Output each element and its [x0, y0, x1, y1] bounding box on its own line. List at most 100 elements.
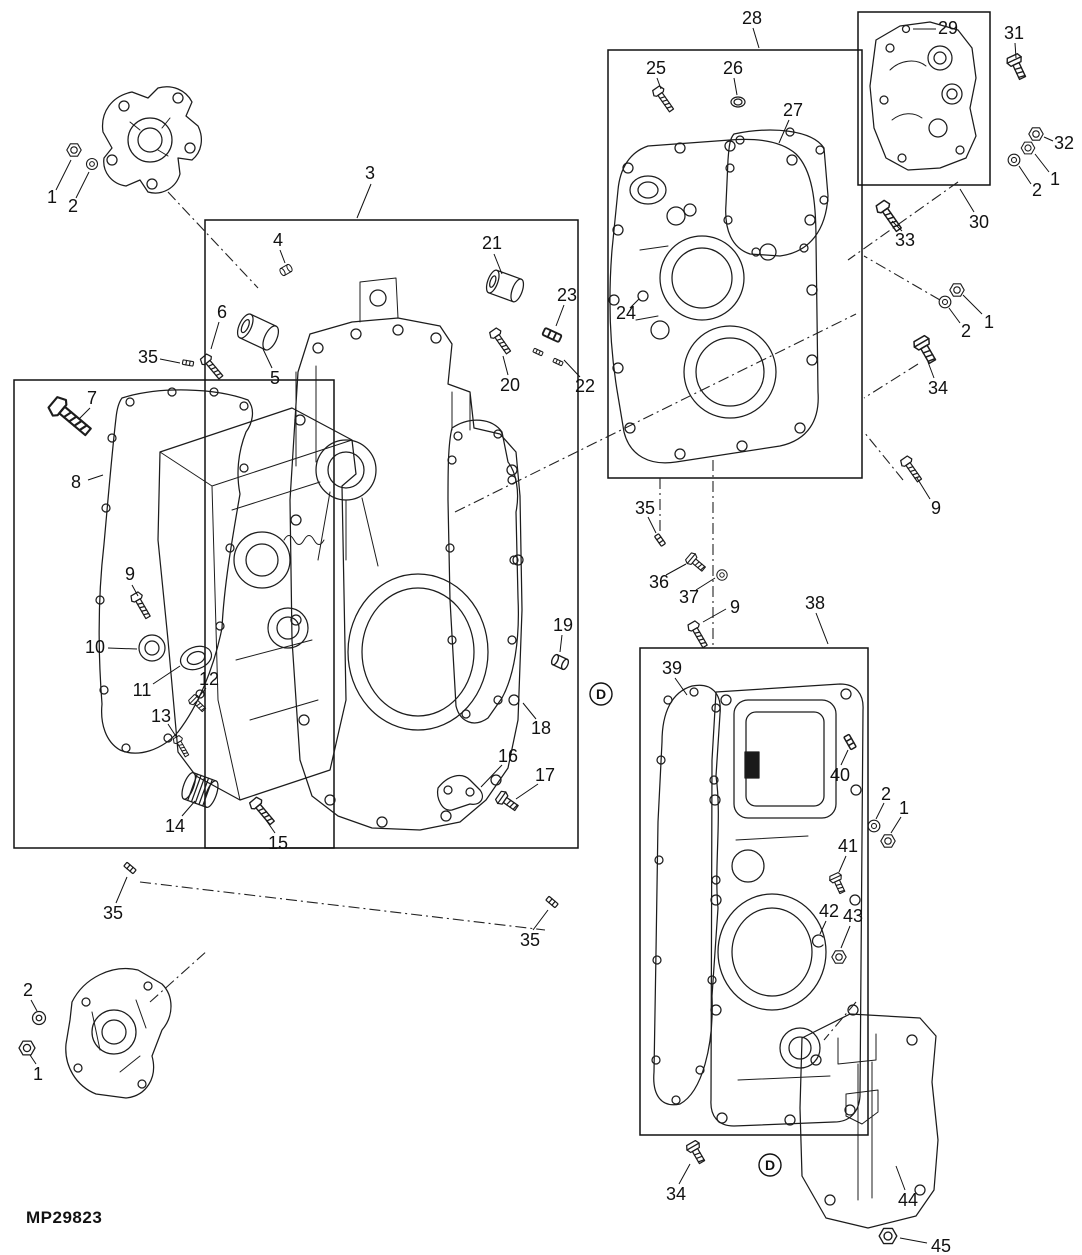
pin-23-icon — [541, 326, 563, 344]
nut-43-icon — [831, 950, 847, 964]
screw-6-icon — [198, 352, 227, 382]
callout-34: 34 — [666, 1184, 686, 1204]
screw-25-icon — [650, 84, 678, 115]
callout-8: 8 — [71, 472, 81, 492]
callout-3: 3 — [365, 163, 375, 183]
callout-21: 21 — [482, 233, 502, 253]
leader-line-8 — [87, 474, 104, 481]
leader-line-26 — [733, 77, 738, 96]
callout-13: 13 — [151, 706, 171, 726]
bottom-left-cover-part — [65, 968, 172, 1099]
bolt-34-icon — [911, 333, 941, 367]
callout-35: 35 — [635, 498, 655, 518]
svg-text:D: D — [596, 686, 606, 702]
callout-7: 7 — [87, 388, 97, 408]
leader-line-6 — [210, 321, 220, 350]
callout-29: 29 — [938, 18, 958, 38]
callout-12: 12 — [199, 669, 219, 689]
ball-24-icon — [637, 290, 649, 302]
bushing-5-icon — [236, 313, 280, 351]
valve-bracket-part — [869, 21, 977, 171]
left-case-box — [13, 379, 335, 849]
snap-ring-42-icon — [811, 934, 824, 948]
leader-line-21 — [493, 253, 503, 275]
bolt-17-icon — [493, 789, 522, 815]
washer-2-icon — [938, 295, 952, 309]
leader-line-4 — [279, 249, 286, 264]
line-artwork — [18, 21, 1044, 1245]
leader-line-2 — [75, 171, 90, 199]
leader-line-37 — [695, 577, 716, 591]
bottom-right-bracket-part — [799, 1013, 939, 1229]
callout-16: 16 — [498, 746, 518, 766]
callout-25: 25 — [646, 58, 666, 78]
valve-bracket-box — [857, 11, 991, 186]
callout-33: 33 — [895, 230, 915, 250]
callout-23: 23 — [557, 285, 577, 305]
leader-line-23 — [555, 304, 565, 327]
leader-line-22 — [563, 359, 581, 378]
filter-gasket-part — [651, 684, 721, 1106]
assembly-boxes — [13, 11, 991, 1136]
callout-5: 5 — [270, 368, 280, 388]
pin-35-icon — [123, 861, 137, 875]
leader-line-10 — [107, 647, 138, 650]
leader-line-9 — [131, 584, 139, 597]
leader-line-30 — [959, 188, 975, 213]
callout-40: 40 — [830, 765, 850, 785]
pin-22-icon — [552, 357, 564, 367]
callout-1: 1 — [984, 312, 994, 332]
screw-20-icon — [487, 326, 515, 357]
callout-14: 14 — [165, 816, 185, 836]
leader-line-5 — [262, 348, 273, 369]
leader-line-35 — [532, 909, 549, 931]
callout-34: 34 — [928, 378, 948, 398]
leader-line-11 — [152, 665, 181, 685]
leader-line-1 — [962, 294, 983, 315]
leader-line-28 — [752, 27, 760, 49]
callout-36: 36 — [649, 572, 669, 592]
callout-38: 38 — [805, 593, 825, 613]
leader-line-35 — [159, 358, 181, 364]
leader-line-2 — [948, 307, 961, 324]
callout-1: 1 — [1050, 169, 1060, 189]
filter-cover-part — [709, 683, 864, 1127]
callout-31: 31 — [1004, 23, 1024, 43]
callout-6: 6 — [217, 302, 227, 322]
svg-text:D: D — [765, 1157, 775, 1173]
leader-line-44 — [895, 1165, 906, 1191]
leader-line-1 — [1034, 153, 1050, 173]
screw-9-icon — [685, 619, 711, 650]
callout-41: 41 — [838, 836, 858, 856]
leader-line-33 — [891, 220, 903, 232]
nut-45-icon — [878, 1227, 898, 1245]
leader-line-17 — [515, 783, 539, 800]
callout-28: 28 — [742, 8, 762, 28]
callout-15: 15 — [268, 833, 288, 853]
left-case-part — [157, 407, 357, 801]
seal-11-icon — [179, 645, 213, 671]
leader-line-43 — [840, 925, 851, 949]
callout-35: 35 — [520, 930, 540, 950]
leader-line-34 — [678, 1163, 691, 1185]
pin-40-icon — [843, 733, 857, 751]
callout-22: 22 — [575, 376, 595, 396]
callout-2: 2 — [68, 196, 78, 216]
leader-line-41 — [838, 855, 847, 873]
callout-17: 17 — [535, 765, 555, 785]
alignment-lines — [139, 181, 959, 1041]
bracket-16-icon — [436, 774, 483, 811]
plug-4-icon — [278, 263, 294, 277]
leader-line-40 — [840, 749, 849, 766]
leader-line-1 — [890, 816, 902, 834]
leader-line-20 — [502, 355, 509, 376]
callout-37: 37 — [679, 587, 699, 607]
callout-9: 9 — [125, 564, 135, 584]
leader-line-35 — [647, 516, 657, 534]
leader-line-38 — [815, 612, 829, 645]
leader-line-12 — [197, 687, 207, 699]
leader-line-1 — [29, 1054, 37, 1065]
leader-line-35 — [115, 876, 128, 904]
